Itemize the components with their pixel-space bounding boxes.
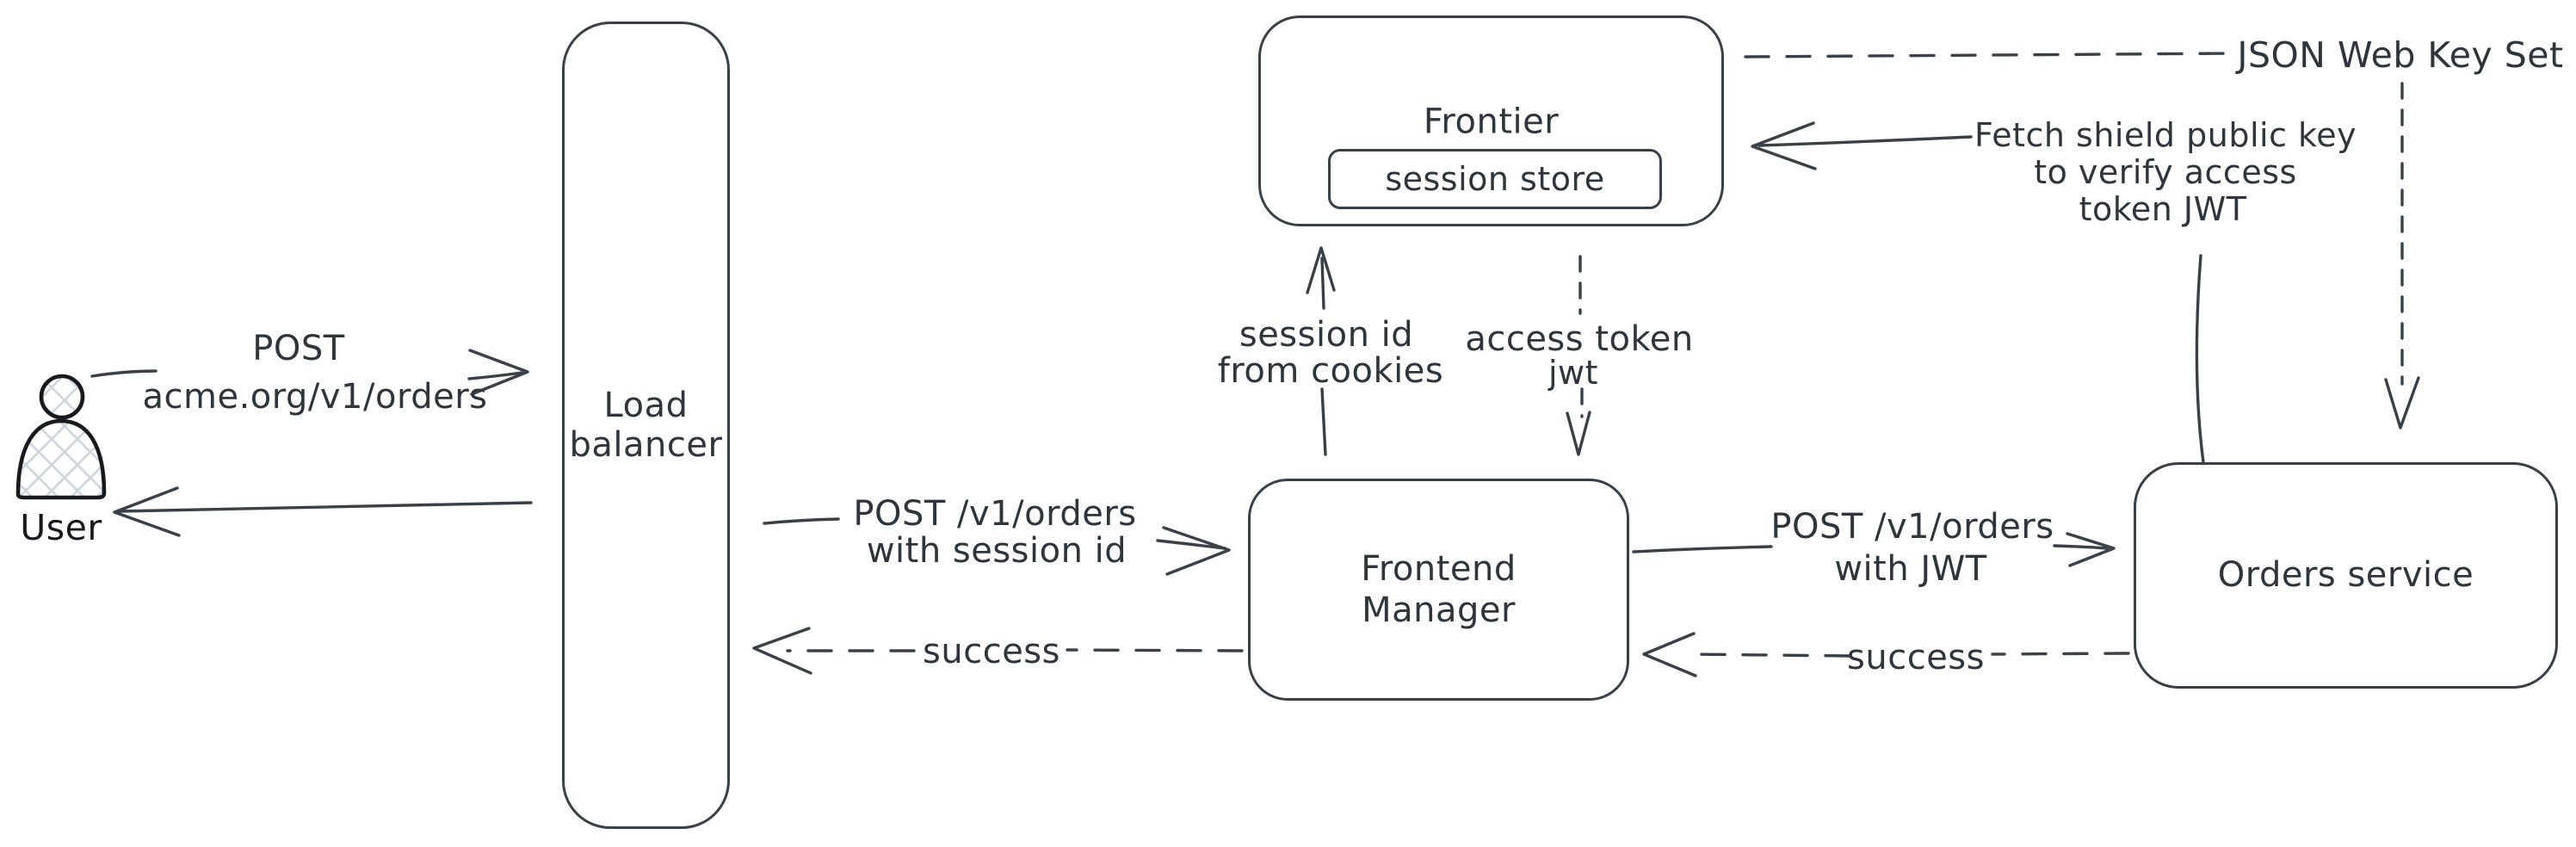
arrow-frontier-to-jwks bbox=[1744, 52, 2233, 59]
arrow-user-to-lb bbox=[90, 349, 529, 396]
session-store-label: session store bbox=[1385, 159, 1605, 198]
frontier-node: Frontier session store bbox=[1258, 15, 1724, 226]
load-balancer-label-line2: balancer bbox=[569, 425, 723, 465]
arrow-jwks-to-orders bbox=[2384, 82, 2420, 430]
edge-label-fetch-shield-line2: to verify access bbox=[2034, 153, 2297, 191]
frontend-manager-label-line1: Frontend bbox=[1361, 549, 1517, 589]
user-label: User bbox=[20, 507, 102, 548]
frontier-label: Frontier bbox=[1423, 102, 1560, 142]
arrow-fm-to-lb-success bbox=[752, 627, 1244, 675]
edge-label-jwt: jwt bbox=[1547, 354, 1599, 392]
arrow-fm-to-frontier bbox=[1306, 246, 1336, 456]
edge-label-acme-url: acme.org/v1/orders bbox=[142, 377, 488, 417]
orders-service-label: Orders service bbox=[2217, 555, 2474, 595]
edge-label-post-v1-orders-jwt: POST /v1/orders bbox=[1770, 507, 2054, 547]
arrow-orders-to-fm-success bbox=[1642, 632, 2130, 677]
edge-label-success-orders: success bbox=[1847, 638, 1985, 677]
edge-label-with-jwt: with JWT bbox=[1834, 549, 1987, 589]
load-balancer-node: Load balancer bbox=[562, 22, 730, 829]
edge-label-access-token: access token bbox=[1465, 319, 1694, 359]
session-store-node: session store bbox=[1328, 149, 1662, 209]
arrow-frontier-to-fm bbox=[1566, 255, 1591, 456]
arrow-lb-to-user bbox=[113, 486, 533, 537]
arrow-lb-to-fm bbox=[763, 517, 1231, 576]
load-balancer-label-line1: Load bbox=[603, 386, 689, 425]
edge-label-post-v1-orders: POST /v1/orders bbox=[853, 494, 1137, 534]
jwks-label: JSON Web Key Set bbox=[2237, 34, 2564, 76]
edge-label-session-id: session id bbox=[1239, 315, 1414, 355]
frontend-manager-label-line2: Manager bbox=[1362, 590, 1516, 630]
edge-label-from-cookies: from cookies bbox=[1217, 351, 1444, 391]
user-icon bbox=[15, 374, 107, 500]
arrow-orders-to-frontier bbox=[1751, 121, 2205, 464]
orders-service-node: Orders service bbox=[2134, 462, 2558, 689]
frontend-manager-node: Frontend Manager bbox=[1248, 479, 1629, 701]
edge-label-post: POST bbox=[252, 329, 345, 368]
edge-label-success-lb: success bbox=[923, 632, 1060, 671]
edge-label-fetch-shield-line3: token JWT bbox=[2079, 190, 2247, 228]
edge-label-fetch-shield-line1: Fetch shield public key bbox=[1974, 116, 2357, 154]
arrow-fm-to-orders bbox=[1632, 532, 2116, 567]
edge-label-with-session-id: with session id bbox=[866, 531, 1127, 571]
